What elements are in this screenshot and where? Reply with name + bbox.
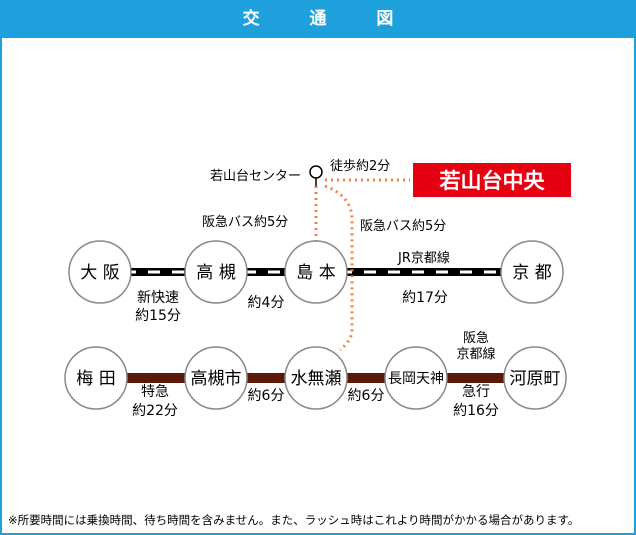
jr-line-label: JR京都線	[397, 250, 450, 266]
destination-box	[413, 163, 571, 197]
station-label: 水無瀬	[291, 369, 342, 389]
bus-routes	[314, 178, 410, 352]
page-title: 交 通 図	[242, 9, 416, 29]
station-label: 京 都	[512, 263, 551, 283]
center-label: 若山台センター	[210, 168, 301, 184]
jr-station-shimamoto: 島 本	[284, 240, 348, 304]
hankyu-segment-4-line1: 急行	[462, 384, 490, 400]
hankyu-segment-2-line1: 約6分	[248, 388, 285, 404]
jr-station-kyoto: 京 都	[500, 240, 564, 304]
hankyu-line-label-1: 阪急	[463, 331, 489, 346]
hankyu-segment-1-line2: 約22分	[132, 403, 178, 419]
station-label: 長岡天神	[388, 371, 444, 387]
jr-segment-3-line1: 約17分	[402, 290, 448, 306]
station-label: 梅 田	[76, 369, 115, 389]
hankyu-segment-1-line1: 特急	[141, 384, 169, 400]
hankyu-segment-4-line2: 約16分	[453, 403, 499, 419]
jr-station-osaka: 大 阪	[68, 240, 132, 304]
jr-segment-1-line2: 約15分	[135, 308, 181, 324]
hankyu-station-nagaoka-tenjin: 長岡天神	[384, 346, 448, 410]
footnote: ※所要時間には乗換時間、待ち時間を含みません。また、ラッシュ時はこれより時間がか…	[8, 513, 580, 527]
station-label: 大 阪	[80, 263, 119, 283]
destination-label: 若山台中央	[439, 169, 546, 193]
hankyu-segment-3-line1: 約6分	[348, 388, 385, 404]
station-label: 高槻市	[191, 369, 242, 389]
jr-station-takatsuki: 高 槻	[184, 240, 248, 304]
walk-label: 徒歩約2分	[330, 159, 390, 174]
bus-stop-icon	[309, 165, 323, 186]
hankyu-station-minase: 水無瀬	[284, 346, 348, 410]
hankyu-station-takatsukishi: 高槻市	[184, 346, 248, 410]
bus-right-label: 阪急バス約5分	[360, 219, 446, 234]
station-label: 高 槻	[196, 263, 235, 283]
jr-segment-1-line1: 新快速	[137, 290, 179, 306]
header-bar: 交 通 図	[0, 0, 636, 38]
station-label: 河原町	[510, 369, 561, 389]
station-label: 島 本	[296, 263, 335, 283]
jr-segment-2-line1: 約4分	[248, 295, 285, 311]
bus-left-label: 阪急バス約5分	[202, 215, 288, 230]
hankyu-station-umeda: 梅 田	[64, 346, 128, 410]
hankyu-station-kawaramachi: 河原町	[503, 346, 567, 410]
hankyu-line-label-2: 京都線	[456, 346, 495, 362]
